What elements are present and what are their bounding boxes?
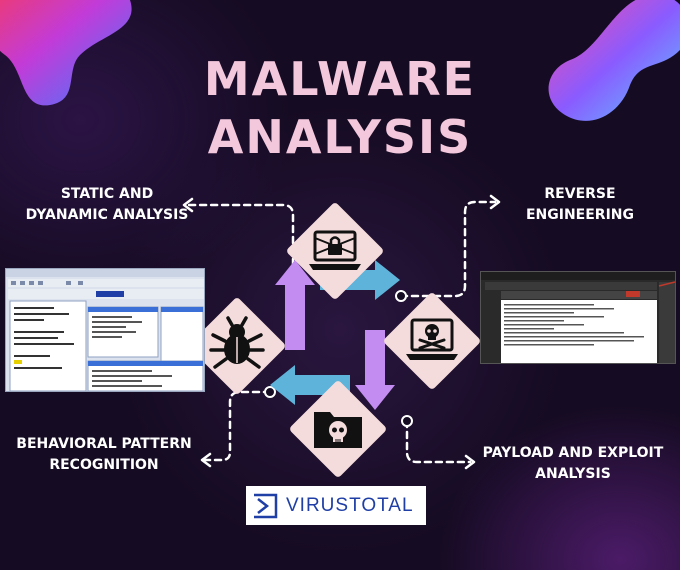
disassembler-window-graphic (481, 272, 675, 363)
disassembler-screenshot-right (480, 271, 676, 364)
label-payload-exploit: PAYLOAD AND EXPLOIT ANALYSIS (478, 443, 668, 485)
label-behavioral: BEHAVIORAL PATTERN RECOGNITION (14, 434, 194, 476)
decorative-blob-top-left (0, 0, 132, 106)
page-title-line-2: ANALYSIS (207, 110, 473, 164)
label-reverse-engineering: REVERSE ENGINEERING (520, 184, 640, 226)
debugger-screenshot-left (5, 268, 205, 392)
laptop-skull-icon (406, 318, 458, 360)
label-payload-line-2: ANALYSIS (535, 466, 611, 482)
label-behavioral-line-2: RECOGNITION (49, 457, 159, 473)
label-reverse-line-1: REVERSE (544, 186, 616, 202)
label-static-dynamic: STATIC AND DYANAMIC ANALYSIS (22, 184, 192, 226)
virustotal-logo-text: VIRUSTOTAL (286, 494, 414, 516)
laptop-lock-icon (309, 230, 361, 270)
virustotal-sigma-icon (254, 493, 278, 518)
label-payload-line-1: PAYLOAD AND EXPLOIT (482, 445, 664, 461)
virustotal-logo: VIRUSTOTAL (246, 486, 426, 525)
folder-skull-icon (314, 412, 362, 448)
page-title-line-1: MALWARE (203, 52, 477, 106)
label-reverse-line-2: ENGINEERING (525, 207, 635, 223)
label-behavioral-line-1: BEHAVIORAL PATTERN (16, 436, 192, 452)
bug-icon (209, 316, 265, 369)
label-static-line-1: STATIC AND (60, 186, 154, 202)
label-static-line-2: DYANAMIC ANALYSIS (25, 207, 189, 223)
debugger-window-graphic (6, 269, 204, 391)
decorative-blob-top-right (548, 0, 680, 121)
